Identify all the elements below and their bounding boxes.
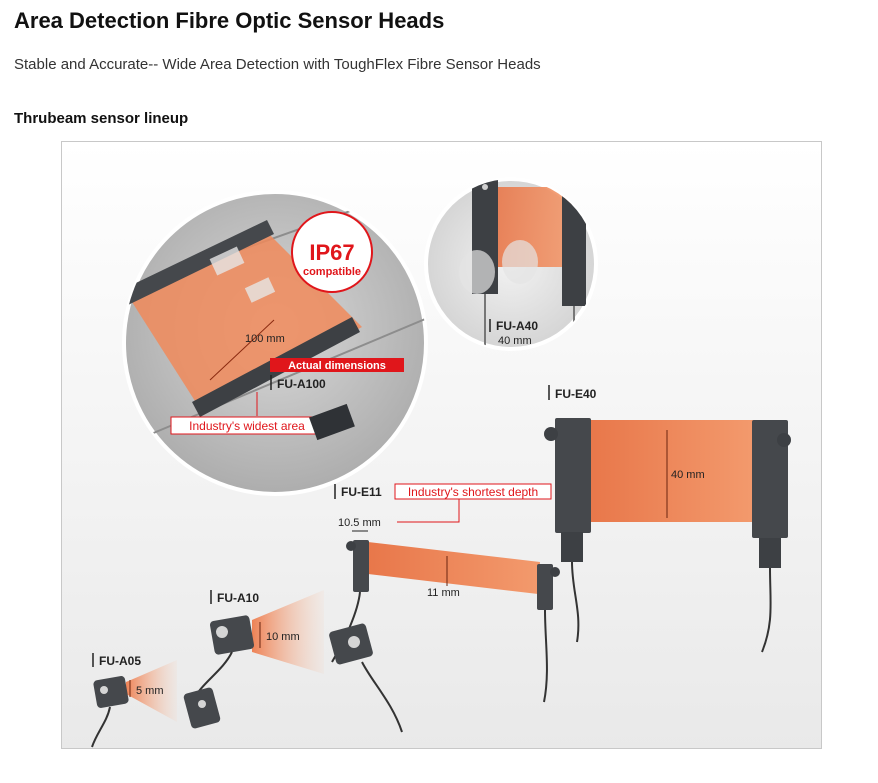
fu-a05-dimension: 5 mm	[136, 685, 164, 697]
fu-e11-depth-dimension: 10.5 mm	[338, 517, 381, 529]
ip67-compatible-text: compatible	[303, 266, 361, 278]
shortest-depth-callout: Industry's shortest depth	[408, 485, 538, 499]
fu-a40-dimension: 40 mm	[498, 335, 532, 347]
page-subtitle: Stable and Accurate-- Wide Area Detectio…	[14, 56, 541, 73]
fu-e40-model-label: FU-E40	[555, 387, 597, 401]
fu-a40-model-label: FU-A40	[496, 319, 538, 333]
actual-dimensions-tag: Actual dimensions	[288, 360, 386, 372]
fu-e11-model-label: FU-E11	[341, 485, 382, 499]
widest-area-callout: Industry's widest area	[189, 419, 305, 433]
fu-a05-sensor: FU-A05 5 mm	[91, 653, 221, 748]
fu-a100-dimension: 100 mm	[245, 333, 285, 345]
ip67-text: IP67	[309, 240, 354, 265]
fu-e11-dimension: 11 mm	[427, 587, 460, 599]
section-title: Thrubeam sensor lineup	[14, 110, 189, 127]
fu-a10-model-label: FU-A10	[217, 591, 259, 605]
fu-a100-closeup: IP67 compatible 100 mm Actual dimensions…	[122, 190, 428, 496]
fu-e40-dimension: 40 mm	[671, 469, 705, 481]
fu-a10-dimension: 10 mm	[266, 631, 300, 643]
fu-a100-model-label: FU-A100	[277, 377, 326, 391]
fu-a40-closeup: FU-A40 40 mm	[424, 177, 598, 351]
fu-a05-model-label: FU-A05	[99, 654, 141, 668]
fu-a10-sensor: FU-A10 10 mm	[191, 590, 403, 733]
fu-e40-sensor: FU-E40 40 mm	[544, 385, 791, 653]
page-title: Area Detection Fibre Optic Sensor Heads	[14, 8, 445, 33]
lineup-illustration: IP67 compatible 100 mm Actual dimensions…	[62, 142, 821, 748]
thrubeam-lineup-figure: IP67 compatible 100 mm Actual dimensions…	[61, 141, 822, 749]
